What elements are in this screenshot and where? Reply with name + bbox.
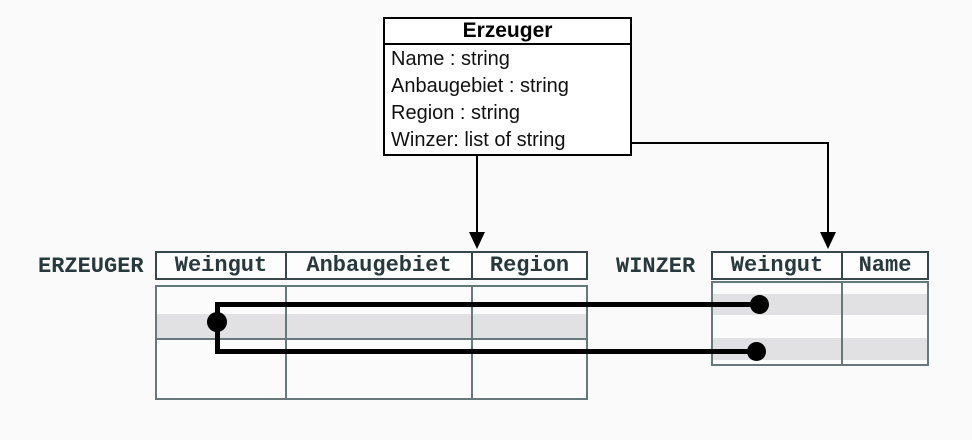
winzer-header-row: Weingut Name bbox=[711, 251, 929, 280]
column-header-weingut: Weingut bbox=[174, 253, 268, 278]
class-attribute: Name : string bbox=[391, 48, 510, 70]
arrowhead-down-icon bbox=[820, 232, 836, 249]
row-divider bbox=[157, 338, 586, 340]
arrow-line-winzer-vertical bbox=[827, 142, 829, 234]
class-title: Erzeuger bbox=[385, 19, 630, 45]
connection-point-dot bbox=[207, 312, 227, 332]
column-divider bbox=[285, 287, 287, 398]
arrow-line-winzer-horizontal bbox=[605, 142, 829, 144]
column-divider bbox=[841, 283, 843, 364]
erzeuger-header-row: Weingut Anbaugebiet Region bbox=[155, 251, 588, 280]
column-divider bbox=[471, 287, 473, 398]
class-attribute: Anbaugebiet : string bbox=[391, 75, 569, 97]
shaded-row bbox=[157, 314, 586, 338]
class-attribute-list: Name : string Anbaugebiet : string Regio… bbox=[385, 45, 630, 154]
relationship-line-top bbox=[215, 302, 765, 307]
class-attribute: Winzer: list of string bbox=[391, 129, 566, 151]
column-header-anbaugebiet: Anbaugebiet bbox=[285, 253, 471, 278]
erzeuger-table-label: ERZEUGER bbox=[38, 254, 144, 279]
connection-point-dot bbox=[747, 342, 766, 361]
column-header-weingut: Weingut bbox=[730, 253, 824, 278]
arrowhead-down-icon bbox=[469, 232, 485, 249]
relationship-line-bottom bbox=[215, 349, 762, 354]
winzer-table-label: WINZER bbox=[616, 254, 696, 279]
uml-class-box: Erzeuger Name : string Anbaugebiet : str… bbox=[383, 17, 632, 156]
shaded-row bbox=[713, 338, 927, 360]
class-attribute: Region : string bbox=[391, 102, 520, 124]
arrow-line-to-erzeuger bbox=[476, 154, 478, 234]
column-header-region: Region bbox=[471, 253, 586, 278]
column-header-name: Name bbox=[841, 253, 927, 278]
connection-point-dot bbox=[750, 295, 769, 314]
